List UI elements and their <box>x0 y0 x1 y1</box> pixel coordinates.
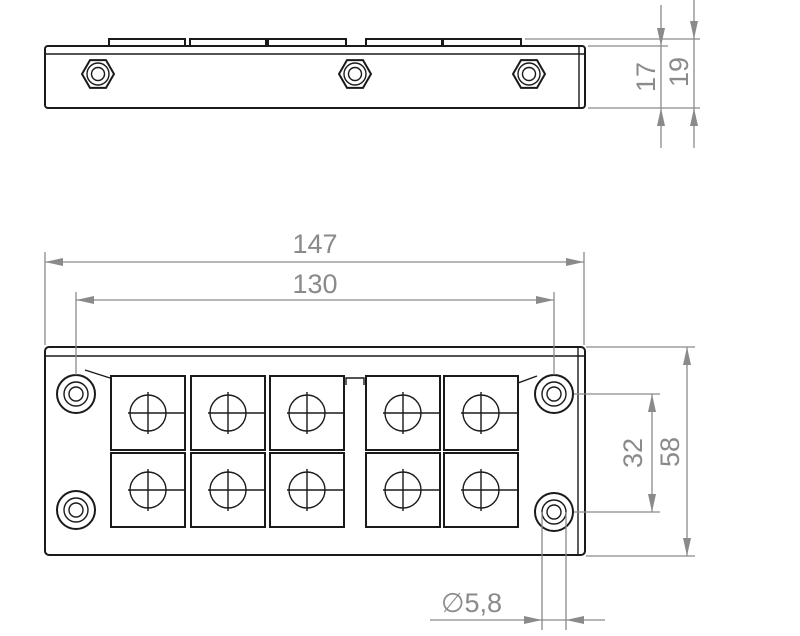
nut-icon <box>511 59 547 89</box>
nut-icon <box>337 59 373 89</box>
cable-cell <box>190 375 266 451</box>
cable-cell <box>269 452 345 528</box>
cable-entry-grid <box>110 375 519 528</box>
cable-cell <box>269 375 345 451</box>
front-height-dimensions: 32 58 <box>574 346 695 557</box>
nut-icon <box>80 59 116 89</box>
hole-diameter-dimension: ∅5,8 <box>430 512 605 630</box>
side-view-body <box>44 45 586 109</box>
height-total-label: 19 <box>664 57 694 87</box>
cable-cell <box>443 452 519 528</box>
front-view <box>44 346 586 556</box>
hole-diameter-label: ∅5,8 <box>441 588 502 618</box>
mounting-hole-icon <box>534 492 574 532</box>
cable-cell <box>443 375 519 451</box>
mounting-hole-icon <box>534 374 574 414</box>
hole-pitch-width-label: 130 <box>292 269 337 299</box>
overall-width-label: 147 <box>292 229 337 259</box>
cable-cell <box>110 452 186 528</box>
mounting-hole-icon <box>56 490 96 530</box>
mounting-hole-icon <box>56 374 96 414</box>
height-body-label: 17 <box>631 62 661 92</box>
cable-cell <box>110 375 186 451</box>
hole-pitch-height-label: 32 <box>618 438 648 468</box>
cable-cell <box>365 452 441 528</box>
side-height-dimensions: 17 19 <box>525 0 700 148</box>
hole-diameter-value: 5,8 <box>465 588 503 618</box>
side-view <box>44 38 586 109</box>
cable-cell <box>190 452 266 528</box>
diameter-symbol: ∅ <box>441 588 465 618</box>
width-dimensions: 147 130 <box>44 229 585 375</box>
cable-cell <box>365 375 441 451</box>
overall-height-label: 58 <box>655 437 685 467</box>
side-view-inserts <box>108 38 522 47</box>
